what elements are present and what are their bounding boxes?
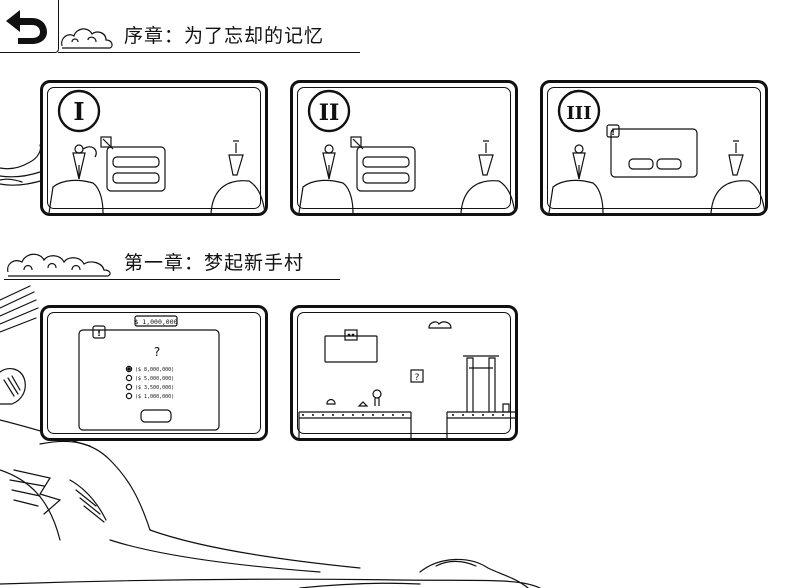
level-preview-scene: $ 1,000,000 ! ? ($ 8,000,000) ($ 5,000,0… [78, 315, 220, 431]
hint-exclaim-icon: ! [611, 128, 615, 138]
chapter-underline [58, 52, 360, 53]
chapter-ornament-cloud [61, 28, 113, 49]
level-preview-scene: III ! [548, 89, 765, 213]
level-card-chapter1-2[interactable]: ? [290, 305, 518, 441]
level-card-prologue-2[interactable]: II [290, 80, 518, 216]
level-numeral: II [319, 100, 340, 126]
chapter-ornament-cloud [7, 253, 111, 277]
level-card-prologue-3[interactable]: III ! [540, 80, 768, 216]
level-preview-scene: II [298, 89, 515, 213]
chapter-underline [4, 279, 340, 280]
option-label: ($ 8,000,000) [135, 367, 174, 373]
chapter-title-chapter-one: 第一章：梦起新手村 [124, 252, 305, 274]
level-numeral: I [73, 97, 84, 126]
option-label: ($ 5,000,000) [135, 376, 174, 382]
chapter-title-prologue: 序章：为了忘却的记忆 [124, 25, 325, 47]
back-arrow-icon [6, 10, 47, 44]
level-preview-scene: I [48, 89, 265, 213]
option-label: ($ 3,500,000) [135, 385, 174, 391]
price-tag: $ 1,000,000 [134, 318, 177, 326]
level-numeral: III [566, 103, 591, 124]
hint-exclaim-icon: ! [97, 329, 101, 339]
level-card-chapter1-1[interactable]: $ 1,000,000 ! ? ($ 8,000,000) ($ 5,000,0… [40, 305, 268, 441]
question-mark: ? [154, 345, 160, 359]
level-preview-scene: ? [298, 321, 515, 438]
question-block-icon: ? [415, 373, 420, 383]
level-card-prologue-1[interactable]: I [40, 80, 268, 216]
option-label: ($ 1,000,000) [135, 394, 174, 400]
back-button[interactable] [0, 0, 59, 53]
